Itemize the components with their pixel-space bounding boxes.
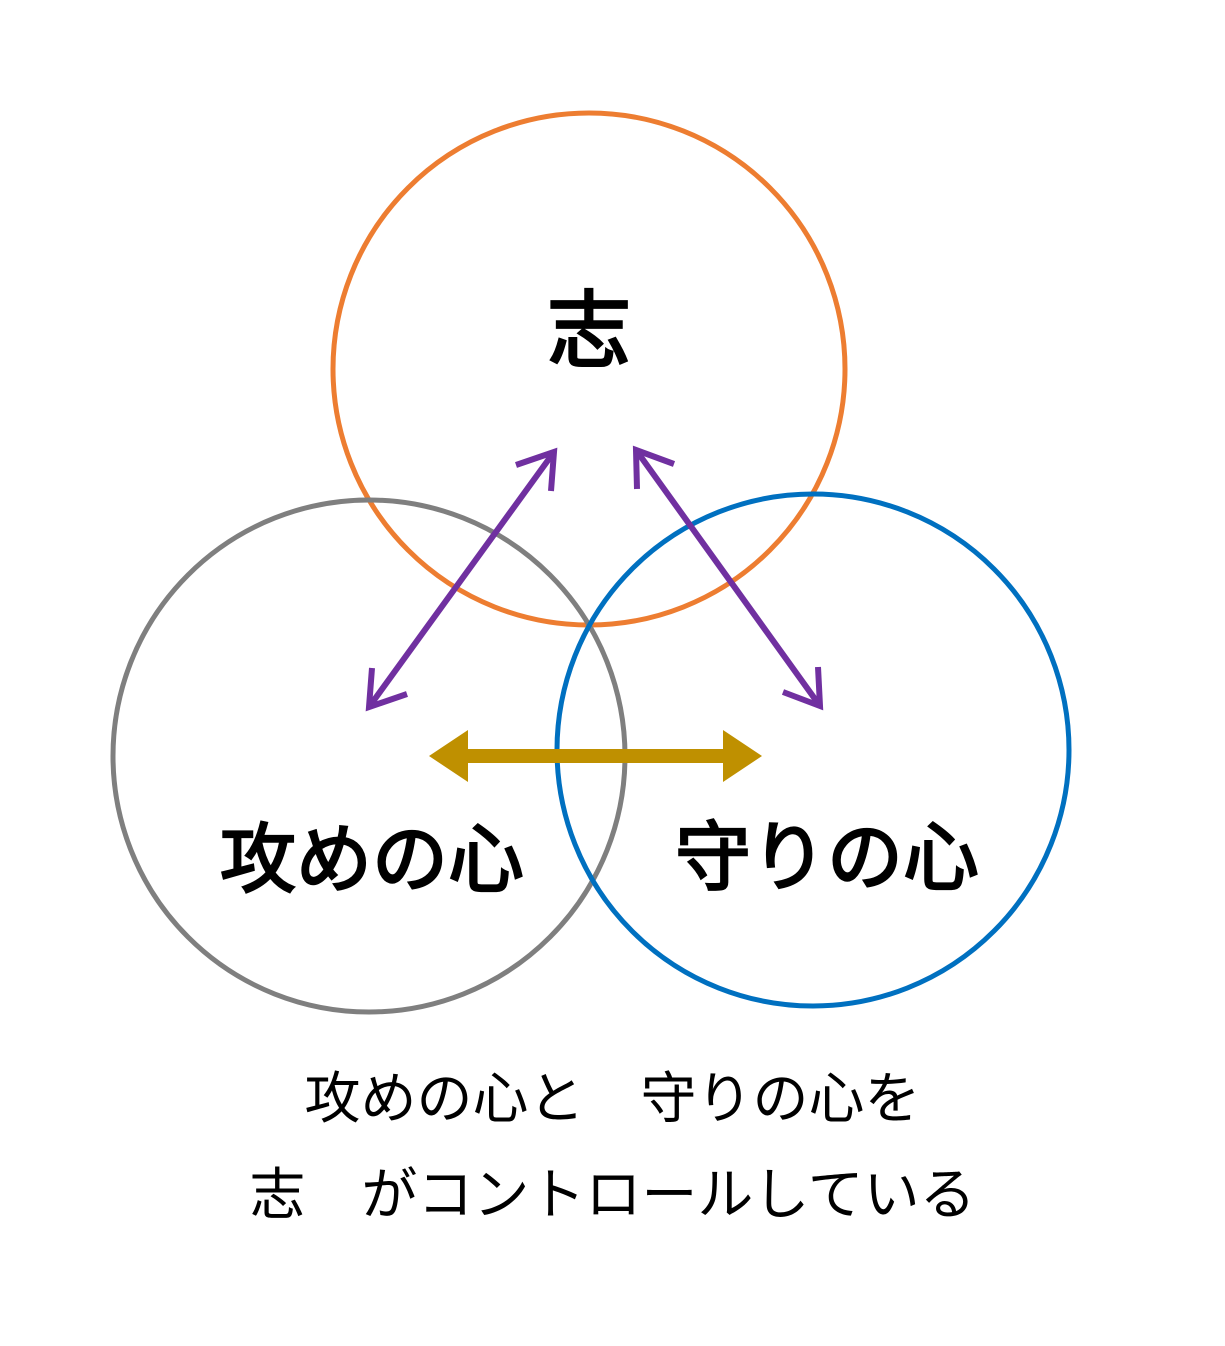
arrowhead-right-icon [723, 730, 762, 782]
arrowhead-icon [632, 445, 676, 490]
caption-line-2: 志 がコントロールしている [249, 1163, 976, 1228]
arrowhead-icon [365, 667, 408, 712]
arrowhead-icon [781, 666, 824, 711]
arrow-left-diagonal [365, 447, 558, 712]
label-kokorozashi: 志 [547, 282, 631, 380]
label-mamori-no-kokoro: 守りの心 [675, 813, 979, 902]
caption-line-1: 攻めの心と 守りの心を [304, 1067, 921, 1132]
label-seme-no-kokoro: 攻めの心 [220, 815, 524, 904]
arrowhead-icon [515, 447, 558, 492]
arrowhead-left-icon [429, 730, 468, 782]
arrow-horizontal [429, 730, 762, 782]
arrow-right-diagonal [632, 445, 824, 711]
